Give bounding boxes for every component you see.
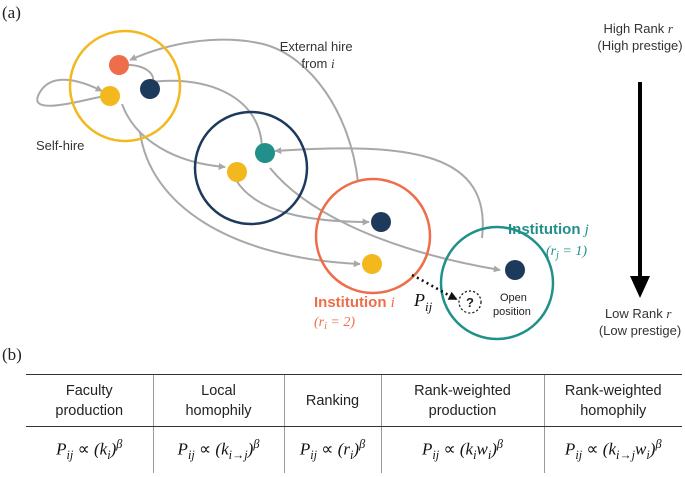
edge-j-to-mid	[274, 147, 484, 239]
model-formula-1: Pij ∝ (ki)β	[56, 436, 123, 463]
institution-mid-circle	[193, 110, 309, 226]
node-navy-i	[371, 212, 391, 232]
institution-j-rank: (rj = 1)	[546, 244, 587, 261]
high-rank-label: High Rank r (High prestige)	[597, 21, 682, 53]
edge-navy-to-top	[145, 78, 263, 151]
node-yellow-i	[362, 254, 382, 274]
edge-mid-to-j	[269, 167, 501, 273]
institution-i-circle	[314, 177, 432, 295]
node-yellow-top	[100, 86, 120, 106]
node-yellow-mid	[227, 162, 247, 182]
panel-a-label: (a)	[2, 3, 21, 22]
external-hire-label: External hire from i	[280, 39, 357, 71]
institution-i-rank: (ri = 2)	[314, 315, 355, 332]
panel-b-label: (b)	[2, 345, 22, 364]
pij-label: Pij	[413, 290, 433, 314]
node-teal	[255, 143, 275, 163]
hiring-edges	[36, 38, 501, 273]
institution-i-label: Institution i	[314, 294, 395, 311]
model-header-3: Ranking	[283, 374, 381, 427]
institution-top-circle	[68, 29, 182, 143]
hiring-diagram: (a) ? Open position Pij External hire fr…	[2, 3, 683, 364]
low-rank-label: Low Rank r (Low prestige)	[599, 306, 681, 338]
edge-external-hire	[129, 38, 359, 183]
institution-j-label: Institution j	[508, 221, 589, 238]
edge-mid-to-i	[235, 179, 370, 226]
node-navy-top	[140, 79, 160, 99]
model-formula-5: Pij ∝ (ki→jwi)β	[543, 426, 682, 473]
open-position-mark: ?	[466, 295, 474, 310]
open-position-node	[458, 290, 482, 314]
model-formula-2: Pij ∝ (ki→j)β	[152, 426, 284, 473]
node-orange	[109, 55, 129, 75]
open-position-label: Open position	[493, 292, 531, 318]
edge-top-to-mid	[121, 103, 226, 170]
self-hire-label: Self-hire	[36, 138, 84, 153]
node-navy-j	[505, 260, 525, 280]
institution-j-circle	[439, 225, 555, 341]
edge-top-to-lower	[139, 131, 361, 268]
model-formula-4: Pij ∝ (kiwi)β	[380, 426, 544, 473]
model-formula-3: Pij ∝ (ri)β	[283, 426, 381, 473]
rank-arrow-head	[630, 276, 650, 298]
edge-self-hire	[36, 78, 105, 107]
